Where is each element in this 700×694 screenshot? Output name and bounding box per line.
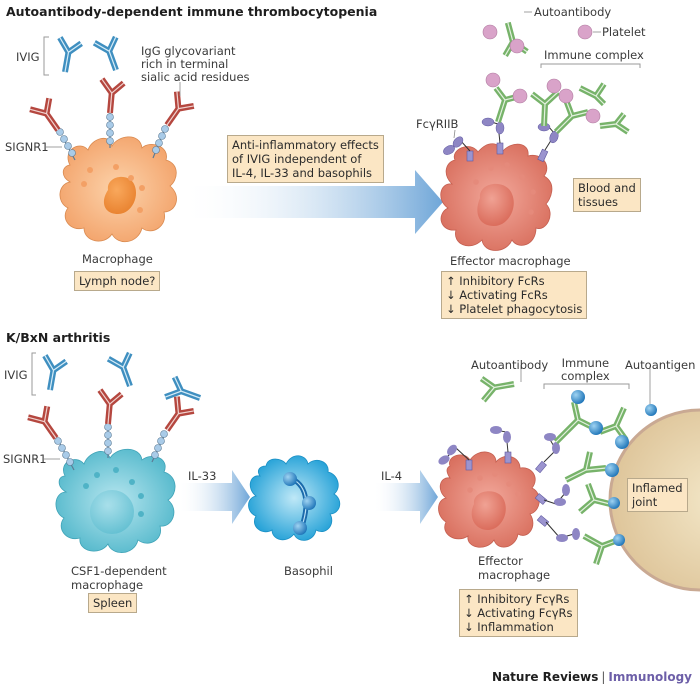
fcgr-receptor xyxy=(490,426,512,464)
box-line: tissues xyxy=(578,195,619,209)
immune-complex-bracket xyxy=(543,383,630,389)
signr1-receptor xyxy=(104,422,112,458)
immune-complex-label: Immune complex xyxy=(561,357,610,383)
sialylated-igg-icon xyxy=(97,388,124,425)
inflamed-joint-box: Inflamed joint xyxy=(627,478,688,512)
ivig-label: IVIG xyxy=(4,368,28,382)
autoantibody-label: Autoantibody xyxy=(471,358,549,372)
spleen-box: Spleen xyxy=(88,593,138,613)
autoantibody-legend-icon xyxy=(502,21,529,57)
journal-name: Immunology xyxy=(608,670,692,684)
effect-line: ↓ Platelet phagocytosis xyxy=(446,302,583,316)
il4-label: IL-4 xyxy=(381,469,403,483)
box-line: of IVIG independent of xyxy=(232,152,362,166)
sialylated-igg-icon xyxy=(164,91,195,127)
platelet-icon xyxy=(482,24,593,54)
ivig-bracket xyxy=(43,36,49,76)
label-line: Effector xyxy=(478,554,523,568)
csf1-macrophage-label: CSF1-dependent macrophage xyxy=(71,564,167,592)
igg-glycovariant-label: IgG glycovariant rich in terminal sialic… xyxy=(141,45,250,84)
fcgr-receptor xyxy=(534,484,570,506)
immune-complex-label: Immune complex xyxy=(544,48,644,62)
basophil-cell xyxy=(248,455,341,541)
igg-label-line: IgG glycovariant xyxy=(141,44,236,58)
signr1-receptor xyxy=(106,108,114,148)
sialylated-igg-icon xyxy=(164,396,195,432)
il33-label: IL-33 xyxy=(188,469,217,483)
box-line: Inflamed xyxy=(632,481,683,495)
label-line: Immune xyxy=(561,356,610,370)
box-line: joint xyxy=(632,495,658,509)
effector-macrophage-cell xyxy=(440,143,553,251)
box-line: IL-4, IL-33 and basophils xyxy=(232,166,373,180)
macrophage-label: Macrophage xyxy=(82,252,153,266)
sialylated-igg-icon xyxy=(99,77,126,114)
arrow-il33 xyxy=(178,470,250,524)
csf1-macrophage-cell xyxy=(55,448,176,553)
arrow-top xyxy=(180,170,443,234)
effects-box-bottom: ↑ Inhibitory FcγRs ↓ Activating FcγRs ↓ … xyxy=(459,589,578,637)
ivig-label: IVIG xyxy=(16,50,40,64)
panel-bottom-title: K/BxN arthritis xyxy=(6,330,111,345)
ivig-antibody-icon xyxy=(42,354,68,391)
autoantigen-icon xyxy=(571,390,657,546)
platelet-icon xyxy=(485,72,601,124)
immune-complex-bracket xyxy=(540,63,641,68)
ivig-antibody-icon xyxy=(106,351,133,388)
effects-box-top: ↑ Inhibitory FcRs ↓ Activating FcRs ↓ Pl… xyxy=(441,271,588,319)
blood-tissues-box: Blood and tissues xyxy=(573,178,641,212)
signr1-receptor xyxy=(56,128,76,161)
igg-label-line: rich in terminal xyxy=(141,57,229,71)
sialylated-igg-icon xyxy=(29,97,61,132)
ivig-antibody-icon xyxy=(164,375,202,401)
label-line: CSF1-dependent xyxy=(71,564,167,578)
macrophage-cell xyxy=(59,136,177,242)
effect-line: ↓ Activating FcγRs xyxy=(464,606,573,620)
fcgr-receptor xyxy=(438,444,473,471)
box-line: Blood and xyxy=(578,181,636,195)
fcgriib-receptor xyxy=(443,129,474,162)
signr1-receptor xyxy=(151,430,168,463)
autoantibody-icon xyxy=(479,376,515,403)
fcgriib-label: FcγRIIB xyxy=(416,117,459,131)
publisher-name: Nature Reviews xyxy=(492,670,599,684)
igg-label-line: sialic acid residues xyxy=(141,70,250,84)
basophil-label: Basophil xyxy=(284,564,333,578)
ivig-bracket xyxy=(31,352,36,396)
signr1-receptor xyxy=(54,437,75,471)
footer-separator: | xyxy=(601,670,606,684)
effector-macrophage-cell xyxy=(438,451,540,548)
ivig-antibody-icon xyxy=(92,35,119,72)
label-line: macrophage xyxy=(71,578,144,592)
fcgr-receptor xyxy=(535,433,560,474)
effector-macrophage-label: Effector macrophage xyxy=(478,554,550,582)
sialylated-igg-icon xyxy=(27,405,59,440)
arrow-il4 xyxy=(373,470,438,524)
fcgriib-receptor xyxy=(481,117,505,155)
effect-line: ↓ Activating FcRs xyxy=(446,288,548,302)
platelet-legend-label: Platelet xyxy=(602,25,646,39)
signr1-receptor xyxy=(152,125,169,159)
anti-inflammatory-box: Anti-inflammatory effects of IVIG indepe… xyxy=(227,135,384,183)
effect-line: ↓ Inflammation xyxy=(464,620,554,634)
panel-top-title: Autoantibody-dependent immune thrombocyt… xyxy=(6,4,378,19)
effect-line: ↑ Inhibitory FcγRs xyxy=(464,592,570,606)
box-line: Anti-inflammatory effects xyxy=(232,138,379,152)
label-line: complex xyxy=(561,369,610,383)
lymph-node-box: Lymph node? xyxy=(74,271,161,291)
label-line: macrophage xyxy=(478,568,551,582)
ivig-antibody-icon xyxy=(57,36,83,73)
autoantigen-label: Autoantigen xyxy=(625,358,696,372)
effect-line: ↑ Inhibitory FcRs xyxy=(446,274,545,288)
signr1-label: SIGNR1 xyxy=(5,140,49,154)
fcgr-receptor xyxy=(536,515,580,542)
effector-macrophage-label: Effector macrophage xyxy=(450,254,571,268)
signr1-label: SIGNR1 xyxy=(3,452,47,466)
autoantibody-legend-label: Autoantibody xyxy=(534,5,612,19)
footer-credit: Nature Reviews|Immunology xyxy=(492,670,692,684)
